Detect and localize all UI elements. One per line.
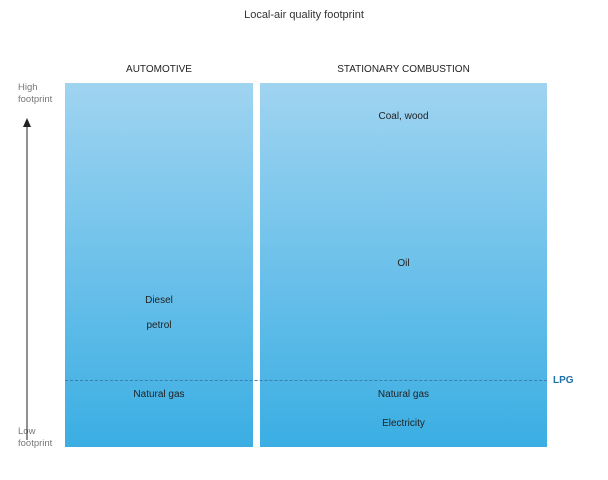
high-footprint-label: High footprint <box>18 82 53 105</box>
item-diesel: Diesel <box>145 295 173 306</box>
item-natural-gas-stationary: Natural gas <box>377 389 430 400</box>
lpg-label: LPG <box>553 375 574 386</box>
item-coal-wood: Coal, wood <box>378 111 429 122</box>
item-natural-gas-auto: Natural gas <box>133 389 185 400</box>
item-oil: Oil <box>397 258 410 269</box>
automotive-heading: AUTOMOTIVE <box>126 64 192 75</box>
stationary-panel <box>260 83 547 447</box>
lpg-threshold-line <box>65 380 547 381</box>
item-petrol: petrol <box>146 320 172 331</box>
stationary-heading: STATIONARY COMBUSTION <box>337 64 470 75</box>
item-electricity: Electricity <box>382 418 425 429</box>
footprint-arrow-icon <box>23 118 31 440</box>
automotive-panel <box>65 83 253 447</box>
diagram-title: Local-air quality footprint <box>244 9 364 21</box>
